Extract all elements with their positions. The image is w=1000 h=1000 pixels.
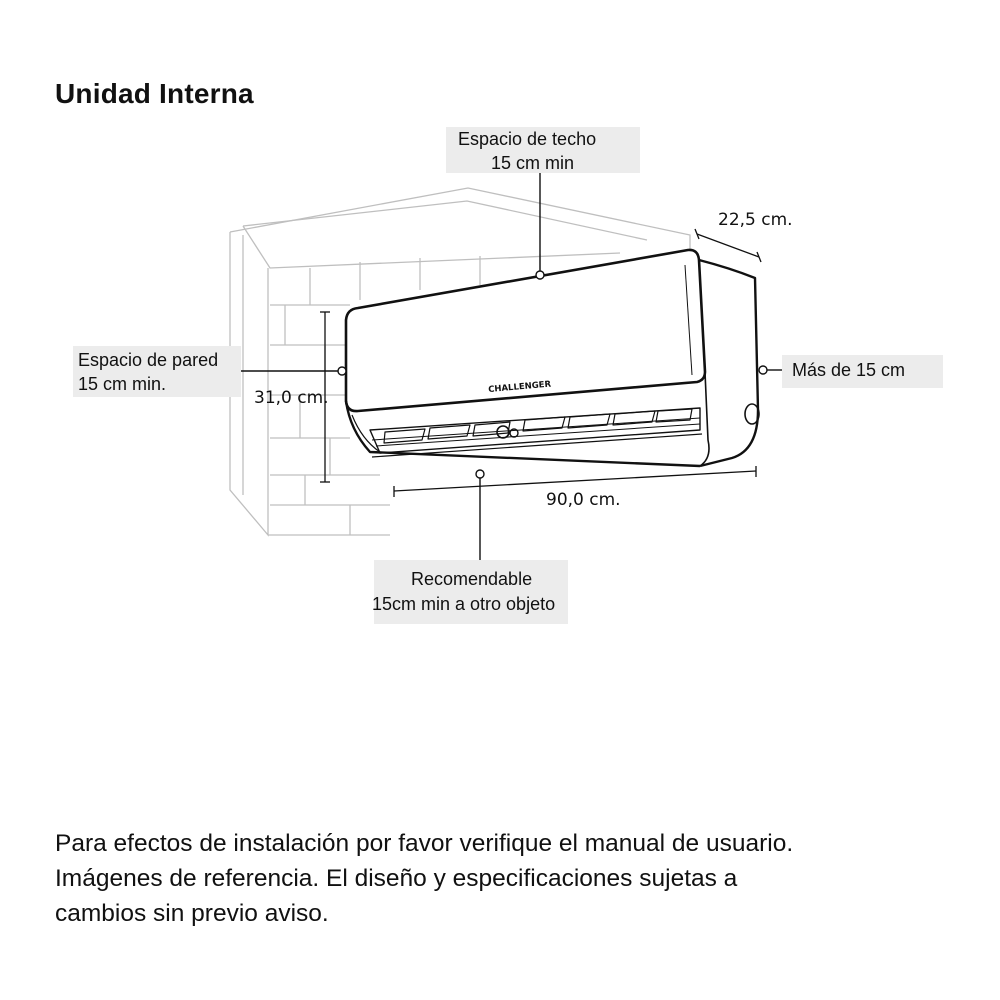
callout-dots: [337, 270, 768, 479]
ceiling-clearance-line1: Espacio de techo: [458, 129, 597, 149]
ceiling-clearance-label: Espacio de techo 15 cm min: [446, 127, 640, 173]
page-title: Unidad Interna: [55, 78, 254, 109]
wall-corner-drawing: [229, 187, 691, 537]
callout-lines: [240, 172, 782, 560]
depth-dimension-label: 22,5 cm.: [718, 210, 793, 230]
ceiling-clearance-line2: 15 cm min: [491, 153, 575, 173]
brand-logo: CHALLENGER: [488, 380, 552, 395]
dimension-lines: [320, 228, 762, 497]
disclaimer-line-3: cambios sin previo aviso.: [55, 900, 329, 927]
height-dimension-label: 31,0 cm.: [254, 388, 329, 408]
disclaimer-note: Para efectos de instalación por favor ve…: [55, 826, 975, 931]
bottom-clearance-label: Recomendable 15cm min a otro objeto: [372, 560, 568, 624]
side-clearance-label: Más de 15 cm: [782, 355, 943, 388]
installation-diagram: CHALLENGER: [229, 172, 782, 560]
wall-clearance-line1: Espacio de pared: [78, 350, 219, 370]
disclaimer-line-2: Imágenes de referencia. El diseño y espe…: [55, 865, 738, 892]
indoor-unit-drawing: [344, 248, 760, 468]
disclaimer-line-1: Para efectos de instalación por favor ve…: [55, 830, 794, 857]
wall-clearance-label: Espacio de pared 15 cm min.: [73, 346, 241, 397]
wall-clearance-line2: 15 cm min.: [78, 374, 167, 394]
bottom-clearance-line2: 15cm min a otro objeto: [372, 594, 556, 614]
side-clearance-text: Más de 15 cm: [792, 360, 906, 380]
width-dimension-label: 90,0 cm.: [546, 490, 621, 510]
bottom-clearance-line1: Recomendable: [411, 569, 533, 589]
